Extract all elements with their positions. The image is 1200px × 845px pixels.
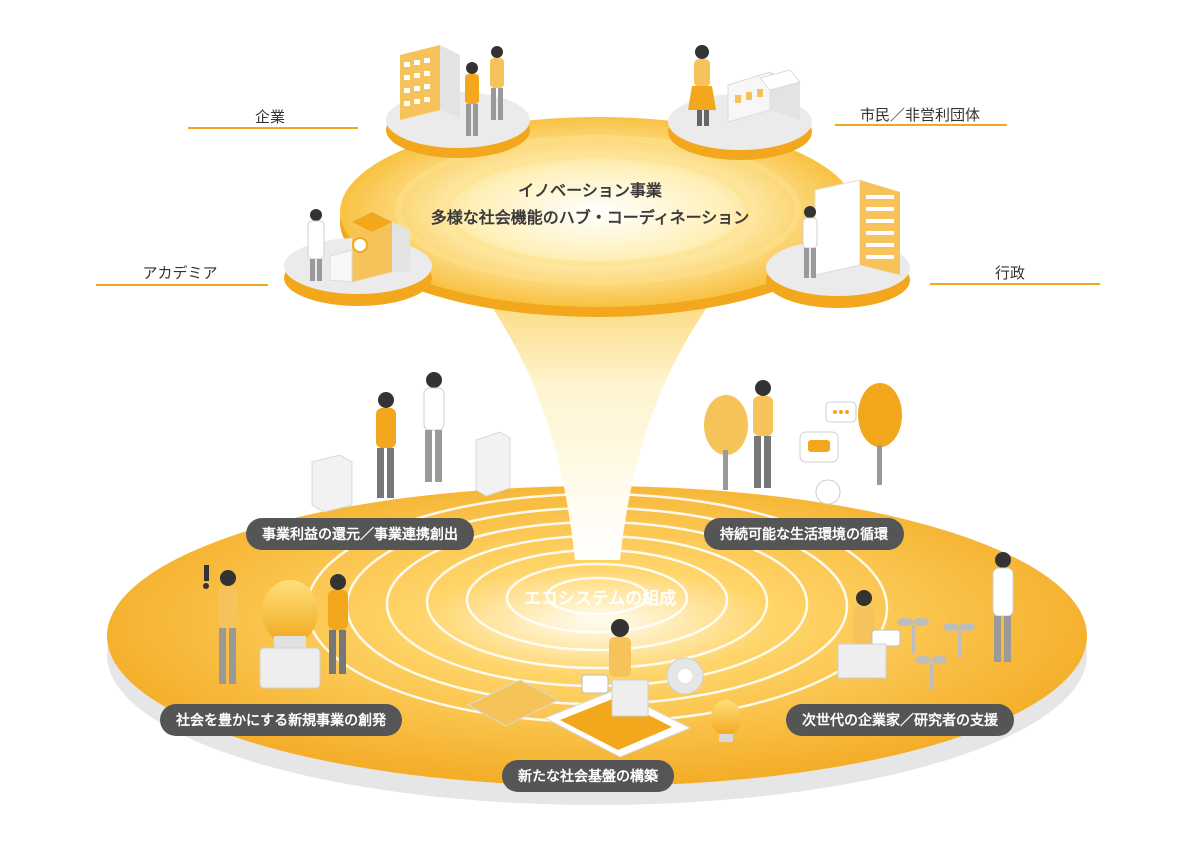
outcome-profit-return: 事業利益の還元／事業連携創出 [246, 518, 474, 550]
scene-handshake [311, 372, 511, 513]
stakeholder-government: 行政 [994, 264, 1025, 282]
outcome-sustainable-cycle: 持続可能な生活環境の循環 [704, 518, 904, 550]
outcome-infrastructure: 新たな社会基盤の構築 [502, 760, 674, 792]
gear-icon [666, 657, 704, 695]
stakeholder-citizens: 市民／非営利団体 [859, 106, 980, 124]
stakeholder-academia-rule [96, 284, 268, 286]
hub-subtitle: 多様な社会機能のハブ・コーディネーション [430, 208, 750, 227]
stakeholder-business-rule [188, 127, 358, 129]
platform-business [386, 45, 530, 158]
platform-government [766, 179, 910, 308]
hub-platform [340, 117, 856, 317]
stakeholder-government-rule [930, 283, 1100, 285]
platform-citizens [668, 45, 812, 160]
stakeholder-citizens-rule [835, 124, 1007, 126]
stakeholder-academia: アカデミア [142, 264, 218, 282]
scene-new-business [203, 565, 348, 689]
hub-title: イノベーション事業 [518, 181, 662, 200]
funnel [440, 240, 760, 560]
outcome-new-business: 社会を豊かにする新規事業の創発 [160, 704, 403, 736]
ecosystem-title: エコシステムの組成 [523, 589, 677, 609]
stakeholder-business: 企業 [254, 108, 285, 126]
scene-infrastructure [466, 619, 741, 758]
scene-next-generation [837, 552, 1014, 689]
outcome-next-generation: 次世代の企業家／研究者の支援 [786, 704, 1014, 736]
platform-academia [284, 209, 432, 306]
scene-sustainability [704, 380, 902, 505]
